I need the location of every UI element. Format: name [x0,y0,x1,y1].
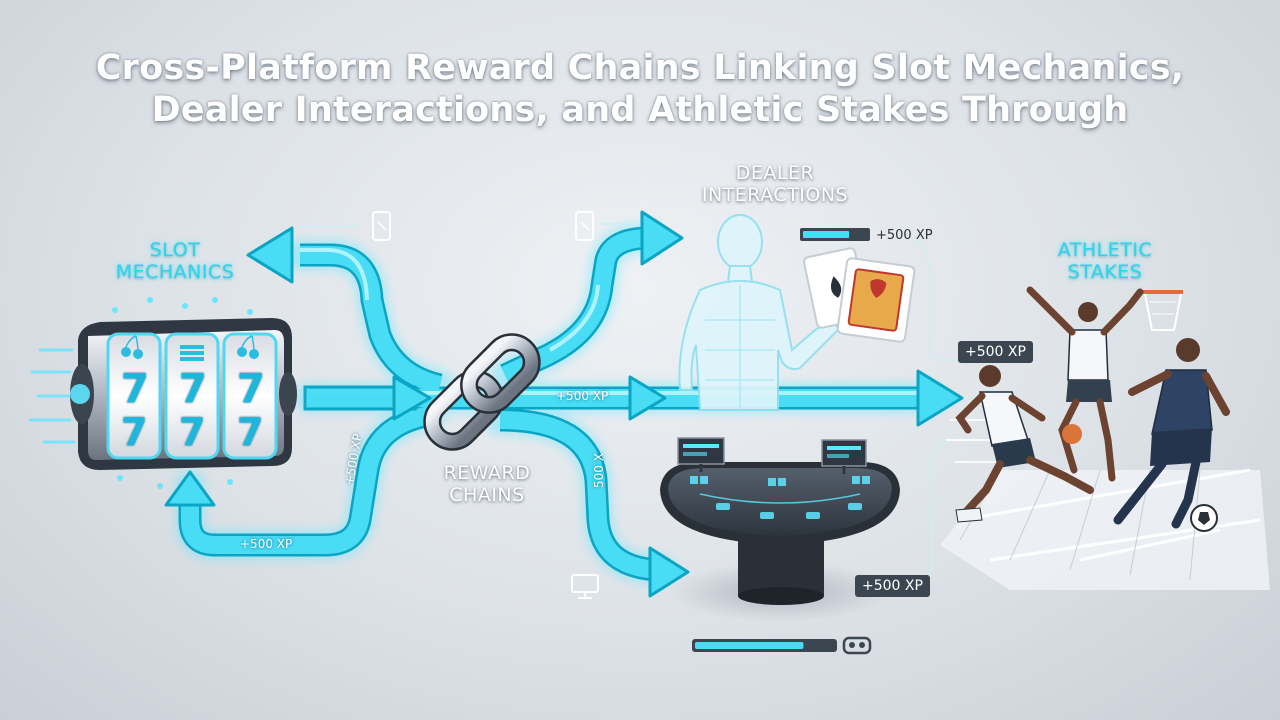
vr-headset-icon [842,636,872,655]
title-line-1: Cross-Platform Reward Chains Linking Slo… [95,48,1185,88]
phone-icon [575,211,594,241]
title-line-2: Dealer Interactions, and Athletic Stakes… [151,90,1129,130]
reel-symbol-seven: 7 [121,366,149,412]
xp-flow-label-bottom-left: +500 XP [240,537,293,551]
dealer-progress-bar [800,228,870,241]
slot-reel-symbols: 7 7 7 7 7 7 [108,366,278,456]
slot-machine-illustration [28,297,297,489]
athletic-xp-badge: +500 XP [958,341,1033,363]
flow-arrows [164,210,964,598]
arrowhead-main [628,375,667,421]
dealer-label-line2: INTERACTIONS [701,184,849,206]
athletic-stakes-label: ATHLETIC STAKES [1030,239,1180,283]
casino-table-illustration [660,437,900,622]
chain-link-icon [423,333,541,451]
athletic-label-line1: ATHLETIC [1057,239,1153,261]
reel-symbol-seven: 7 [237,366,265,412]
table-xp-badge: +500 XP [855,575,930,597]
reel-symbol-seven: 7 [237,410,264,454]
hub-label-line1: REWARD [443,462,531,484]
slot-label-line2: MECHANICS [115,261,235,283]
dealer-progress-xp: +500 XP [876,228,933,243]
phone-icon [372,211,391,241]
arrowhead-to-dealer [640,210,684,266]
reward-chains-label: REWARD CHAINS [412,462,562,506]
monitor-icon [571,574,599,599]
arrowhead-mid [392,375,432,421]
hub-label-line2: CHAINS [449,484,525,506]
arrowhead-to-table [648,546,690,598]
reel-symbol-seven: 7 [179,410,206,454]
dealer-illustration [678,214,916,411]
slot-mechanics-label: SLOT MECHANICS [95,239,255,283]
dealer-interactions-label: DEALER INTERACTIONS [680,162,870,206]
dealer-label-line1: DEALER [735,162,815,184]
slot-label-line1: SLOT [149,239,201,261]
arrowhead-to-slot [246,226,294,284]
reel-symbol-seven: 7 [121,410,148,454]
arrowhead-to-athletic [916,369,964,427]
athletes-illustration [940,286,1270,590]
bottom-progress-bar [692,639,837,652]
xp-flow-label-vertical-right: 500 X [592,453,606,488]
xp-flow-label-main: +500 XP [556,389,609,403]
arrowhead-up-to-slot [164,470,216,507]
reel-symbol-seven: 7 [179,366,207,412]
athletic-label-line2: STAKES [1067,261,1143,283]
